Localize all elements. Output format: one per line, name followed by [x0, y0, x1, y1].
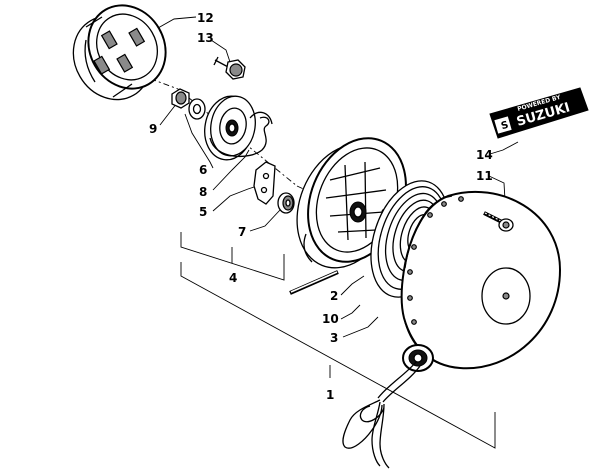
- leader-lines: [110, 16, 519, 449]
- svg-text:S: S: [500, 120, 510, 133]
- part-label-13: 13: [197, 31, 214, 45]
- part-label-2: 2: [330, 289, 338, 303]
- starter-housing-drawing: [400, 191, 562, 372]
- part-label-5: 5: [199, 205, 207, 219]
- ratchet-pawl-drawing: [253, 161, 276, 205]
- bolt-drawing: [213, 56, 246, 80]
- part-label-11: 11: [476, 169, 493, 183]
- part-label-12: 12: [197, 11, 214, 25]
- part-label-6: 6: [199, 163, 207, 177]
- friction-plate-drawing: [204, 95, 273, 161]
- decal-drawing: S POWERED BY SUZUKI: [489, 87, 589, 139]
- part-label-1: 1: [326, 388, 334, 402]
- screw-drawing: [483, 211, 514, 232]
- starter-rope-drawing: [342, 361, 421, 469]
- nut-drawing: [171, 88, 190, 109]
- part-label-9: 9: [149, 122, 157, 136]
- part-label-4: 4: [229, 271, 237, 285]
- rope-segment-drawing: [289, 270, 339, 295]
- ratchet-cup-drawing: [72, 4, 167, 101]
- part-label-10: 10: [322, 312, 339, 326]
- washer-drawing: [188, 98, 206, 120]
- part-label-3: 3: [330, 331, 338, 345]
- part-label-8: 8: [199, 185, 207, 199]
- part-label-14: 14: [476, 148, 493, 162]
- part-label-7: 7: [238, 225, 246, 239]
- collar-drawing: [277, 192, 295, 214]
- part-labels: 12 13 9 6 8 5 7 4 2 10 3 1 14 11: [149, 11, 493, 402]
